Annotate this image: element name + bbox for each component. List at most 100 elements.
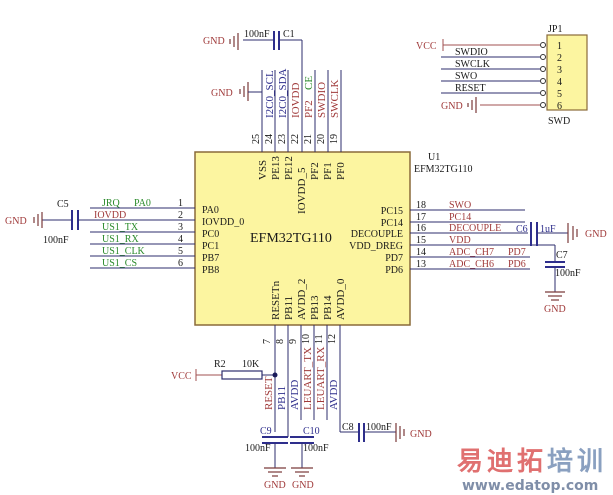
resistor-r2: VCC R2 10K [171, 359, 278, 382]
net-ce: CE [303, 76, 315, 90]
pin-num-18: 18 [416, 200, 426, 211]
pin-name-pd6: PD6 [385, 265, 403, 276]
pin-name-pc15: PC15 [381, 206, 403, 217]
pin-name-pf0: PF0 [335, 162, 347, 180]
jp1-net-reset: RESET [455, 83, 486, 94]
c8-value: 100nF [366, 422, 392, 433]
pin-name-pb13: PB13 [309, 295, 321, 320]
pin-num-23: 23 [277, 134, 288, 144]
r2-value: 10K [242, 359, 260, 370]
jp1-pin-3: 3 [557, 65, 562, 76]
pin-name-pb8: PB8 [202, 265, 219, 276]
pin-num-13: 13 [416, 259, 426, 270]
gnd-label-c7: GND [544, 304, 566, 315]
c5-ref: C5 [57, 199, 69, 210]
pin-name-pc14: PC14 [381, 218, 403, 229]
net-iovdd-top: IOVDD [290, 83, 302, 118]
mcu-body [194, 151, 411, 326]
mcu-part: EFM32TG110 [414, 164, 473, 175]
c8-ref: C8 [342, 422, 354, 433]
jp1-net-swo: SWO [455, 71, 477, 82]
capacitor-c9: C9 100nF GND [245, 426, 288, 491]
watermark-char-4: 培 [547, 447, 573, 477]
c10-ref: C10 [303, 426, 320, 437]
capacitor-c8: C8 100nF GND [340, 422, 432, 442]
jp1-net-swdio: SWDIO [455, 47, 488, 58]
net-pc14: PC14 [449, 212, 471, 223]
pin-num-7: 7 [262, 339, 273, 344]
pin-name-pc0: PC0 [202, 229, 219, 240]
pin-name-pa0: PA0 [202, 205, 219, 216]
gnd-label-c9: GND [264, 480, 286, 491]
right-pins: 18 17 16 15 14 13 PC15 PC14 DECOUPLE VDD… [349, 200, 555, 276]
jp1-net-swclk: SWCLK [455, 59, 491, 70]
pin-name-iovdd5: IOVDD_5 [296, 167, 308, 214]
net-swdio-top: SWDIO [316, 82, 328, 118]
net-iovdd-left: IOVDD [94, 210, 126, 221]
pin-name-vss: VSS [257, 160, 269, 180]
pin-name-pb7: PB7 [202, 253, 219, 264]
watermark-char-2: 迪 [487, 447, 513, 477]
c1-ref: C1 [283, 29, 295, 40]
pin-num-19: 19 [329, 134, 340, 144]
top-pins: 25 24 23 22 21 20 19 VSS PE13 PE12 IOVDD… [251, 40, 347, 214]
pin-num-2: 2 [178, 210, 183, 221]
pin-name-pf2: PF2 [309, 162, 321, 180]
c6-ref: C6 [516, 224, 528, 235]
gnd-vss: GND [211, 82, 262, 101]
c9-value: 100nF [245, 443, 271, 454]
net-leuart-tx: LEUART_TX [302, 347, 314, 410]
net-us1-cs: US1_CS [102, 258, 137, 269]
pin-name-pb11: PB11 [283, 296, 295, 320]
pin-name-pd7: PD7 [385, 253, 403, 264]
pin-name-avdd0: AVDD_0 [335, 278, 347, 320]
pin-num-20: 20 [316, 134, 327, 144]
net-swo: SWO [449, 200, 471, 211]
net-pd7: PD7 [508, 247, 526, 258]
net-vdd: VDD [449, 235, 471, 246]
gnd-label-c10: GND [292, 480, 314, 491]
net-pf2: PF2 [303, 100, 315, 118]
gnd-label-c6: GND [585, 229, 607, 240]
pin-name-pe12: PE12 [283, 156, 295, 180]
pin-num-24: 24 [264, 134, 275, 144]
watermark-char-1: 易 [457, 447, 483, 477]
net-adc-ch7: ADC_CH7 [449, 247, 494, 258]
c9-ref: C9 [260, 426, 272, 437]
capacitor-c1: GND 100nF C1 [203, 29, 302, 50]
net-pb11: PB11 [276, 386, 288, 410]
pin-num-5: 5 [178, 246, 183, 257]
pin-num-12: 12 [327, 334, 338, 344]
net-reset-bottom: RESET [263, 376, 275, 410]
pin-num-16: 16 [416, 223, 426, 234]
net-i2c0-sda: I2C0_SDA [277, 68, 289, 118]
net-adc-ch6: ADC_CH6 [449, 259, 494, 270]
pin-name-avdd2: AVDD_2 [296, 279, 308, 320]
mcu-ref: U1 [428, 152, 440, 163]
jp1-label: SWD [548, 116, 570, 127]
net-pd6: PD6 [508, 259, 526, 270]
net-us1-rx: US1_RX [102, 234, 139, 245]
pin-num-22: 22 [290, 134, 301, 144]
jp1-ref: JP1 [548, 24, 562, 35]
pin-num-3: 3 [178, 222, 183, 233]
pin-num-1: 1 [178, 198, 183, 209]
capacitor-c6: C6 1uF GND [516, 222, 607, 246]
net-jrq: JRQ [102, 198, 121, 209]
pin-num-9: 9 [288, 339, 299, 344]
c7-ref: C7 [556, 250, 568, 261]
net-avdd-12: AVDD [328, 380, 340, 410]
c1-value: 100nF [244, 29, 270, 40]
jp1-pin-2: 2 [557, 53, 562, 64]
pin-num-6: 6 [178, 258, 183, 269]
gnd-label-c8: GND [410, 429, 432, 440]
net-pa0: PA0 [134, 198, 151, 209]
gnd-label-c5: GND [5, 216, 27, 227]
c6-value: 1uF [540, 224, 556, 235]
pin-name-pc1: PC1 [202, 241, 219, 252]
vcc-label-r2: VCC [171, 371, 192, 382]
pin-name-vdd-dreg: VDD_DREG [349, 241, 403, 252]
jp1-pin-6: 6 [557, 101, 562, 112]
c7-value: 100nF [555, 268, 581, 279]
pin-num-10: 10 [301, 334, 312, 344]
